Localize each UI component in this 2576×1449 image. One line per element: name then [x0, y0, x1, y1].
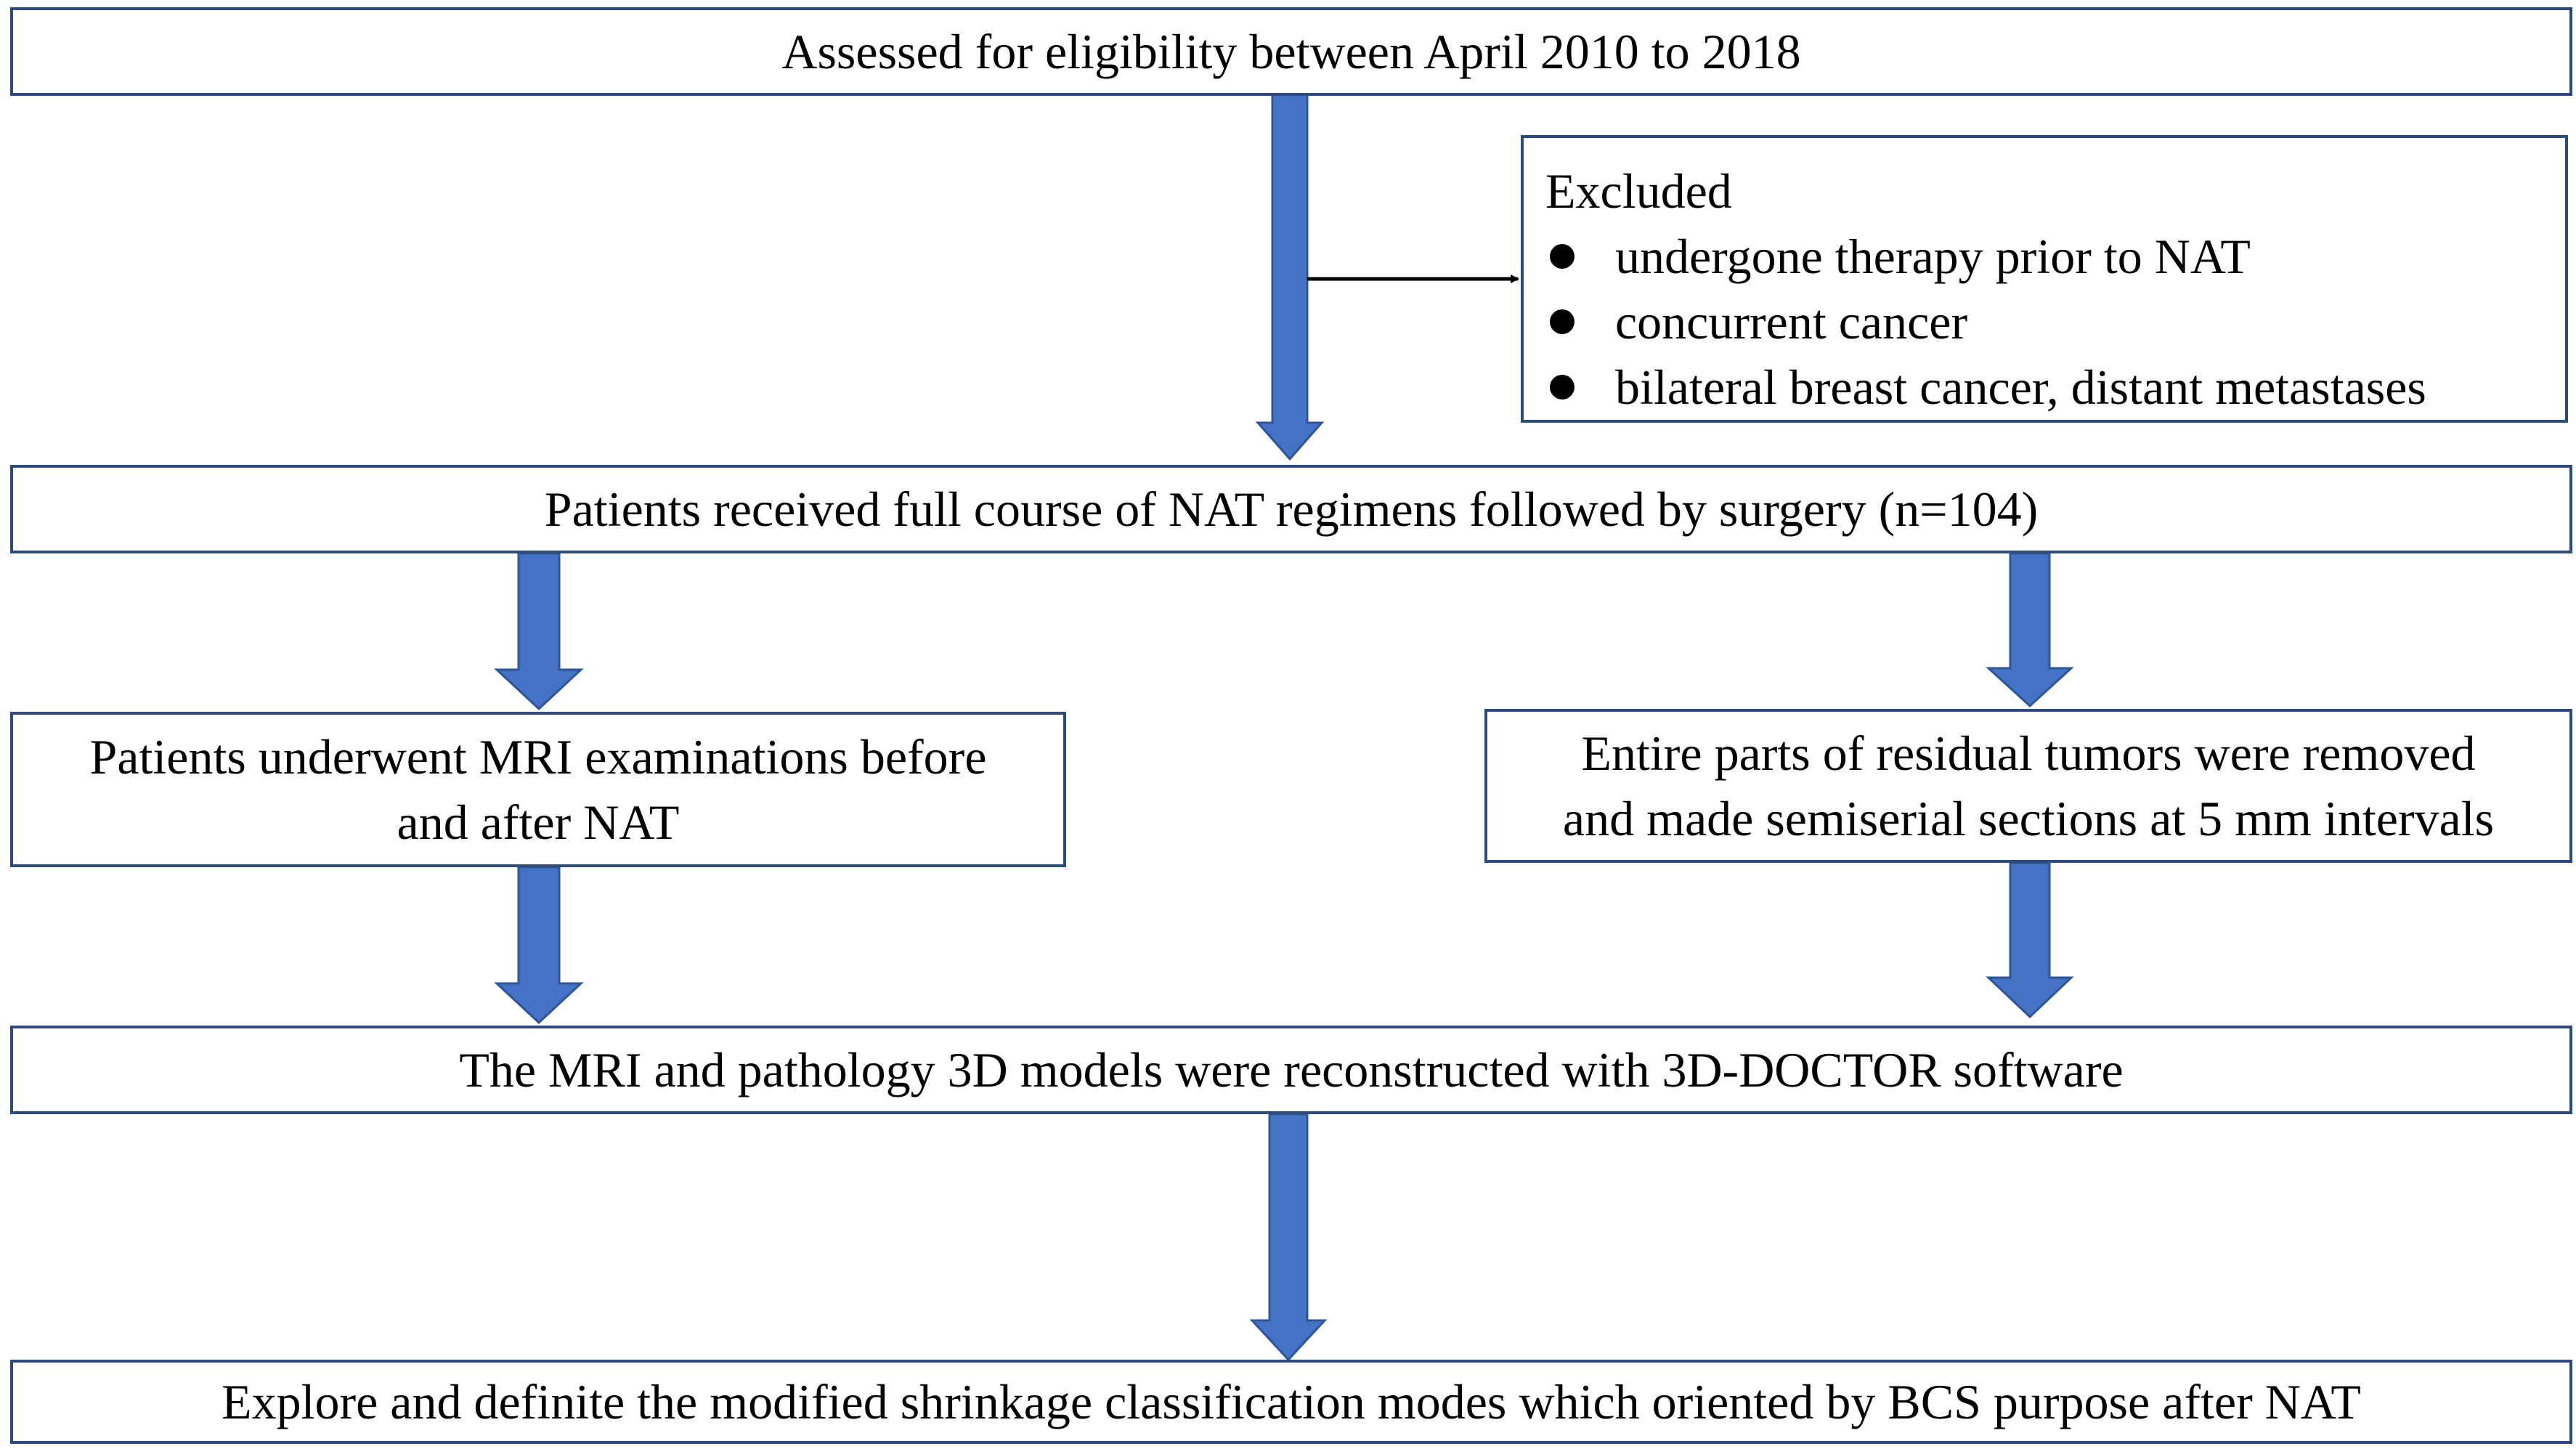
block-arrow-assessed-to-received: [1255, 90, 1325, 461]
block-arrow-mri-to-reconstructed: [494, 866, 584, 1025]
pathology-text-line1: Entire parts of residual tumors were rem…: [1581, 726, 2476, 781]
excluded-box: Excluded undergone therapy prior to NAT …: [1521, 135, 2568, 423]
received-text: Patients received full course of NAT reg…: [544, 482, 2039, 537]
reconstructed-box: The MRI and pathology 3D models were rec…: [10, 1026, 2572, 1114]
excluded-item: bilateral breast cancer, distant metasta…: [1545, 354, 2426, 420]
block-arrow-received-to-pathology: [1986, 552, 2074, 708]
pathology-text-line2: and made semiserial sections at 5 mm int…: [1562, 791, 2495, 846]
bullet-icon: [1550, 375, 1575, 399]
excluded-item: concurrent cancer: [1545, 289, 2426, 354]
received-box: Patients received full course of NAT reg…: [10, 465, 2572, 553]
explore-text: Explore and definite the modified shrink…: [222, 1374, 2361, 1429]
mri-box: Patients underwent MRI examinations befo…: [10, 712, 1066, 867]
block-arrow-received-to-mri: [494, 552, 584, 711]
excluded-item: undergone therapy prior to NAT: [1545, 224, 2426, 289]
excluded-list: undergone therapy prior to NAT concurren…: [1545, 224, 2426, 420]
reconstructed-text: The MRI and pathology 3D models were rec…: [459, 1042, 2124, 1097]
mri-text-line2: and after NAT: [397, 795, 680, 850]
bullet-icon: [1550, 309, 1575, 334]
assessed-box: Assessed for eligibility between April 2…: [10, 7, 2572, 96]
explore-box: Explore and definite the modified shrink…: [10, 1360, 2572, 1444]
excluded-title: Excluded: [1545, 163, 1732, 219]
pathology-box: Entire parts of residual tumors were rem…: [1484, 709, 2572, 863]
bullet-icon: [1550, 244, 1575, 269]
assessed-text: Assessed for eligibility between April 2…: [781, 24, 1801, 79]
block-arrow-reconstructed-to-explore: [1249, 1113, 1328, 1362]
mri-text-line1: Patients underwent MRI examinations befo…: [89, 729, 987, 784]
block-arrow-pathology-to-reconstructed: [1986, 861, 2074, 1019]
